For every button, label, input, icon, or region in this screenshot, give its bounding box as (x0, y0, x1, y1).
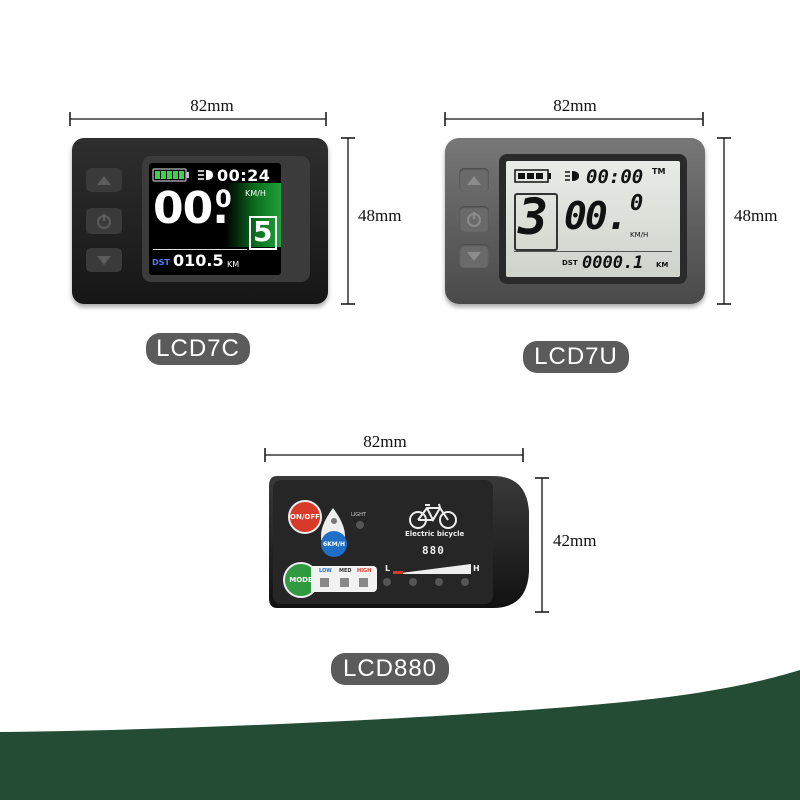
mode-label: MODE (289, 576, 313, 584)
lcd7c-gear-box (249, 216, 277, 250)
lcd7u-height-dimension (717, 137, 731, 305)
lcd7c-gear: 5 (253, 215, 273, 248)
lcd7c-height-dimension (341, 137, 355, 305)
onoff-button[interactable]: ON/OFF (288, 500, 322, 534)
lcd880-group: 82mm 42mm ON/OFF 6KM/H LIGHT (255, 430, 615, 690)
lcd7c-dst-label: DST (152, 258, 170, 267)
lcd7c-speed-unit: KM/H (245, 189, 266, 198)
battery-icon (152, 168, 189, 182)
battery-icon (514, 169, 551, 183)
lcd7u-dst-label: DST (562, 259, 578, 267)
lcd7u-bezel: 00:00 TM 3 00. 0 KM/H DST 0000.1 KM (499, 154, 687, 284)
headlight-icon (565, 171, 579, 181)
lcd880-name-badge: LCD880 (331, 653, 449, 685)
lcd7u-group: 82mm 48mm (435, 96, 785, 380)
low-label: LOW (319, 568, 332, 574)
lcd7u-tm: TM (652, 167, 666, 176)
lcd7c-divider (153, 249, 247, 250)
bicycle-icon (409, 503, 457, 529)
lcd7u-divider (514, 251, 672, 252)
light-label: LIGHT (351, 512, 366, 518)
battery-led-1 (383, 578, 391, 586)
battery-led-2 (409, 578, 417, 586)
battery-l-label: L (385, 564, 391, 573)
lcd7c-green-panel (149, 183, 281, 247)
lcd7c-height-label: 48mm (358, 206, 402, 225)
lcd7u-width-label: 82mm (553, 96, 597, 115)
battery-level-gauge (393, 564, 471, 574)
lcd880-height-dimension (535, 477, 549, 613)
lcd7c-screen: 00:24 00. 0 KM/H 5 DST 010.5 KM (149, 163, 281, 275)
lcd7u-screen: 00:00 TM 3 00. 0 KM/H DST 0000.1 KM (506, 161, 680, 277)
power-icon (467, 212, 481, 227)
lcd7u-distance-unit: KM (656, 261, 669, 269)
high-indicator (359, 578, 368, 587)
lcd7u-gear: 3 (518, 188, 549, 246)
lcd7c-group: 82mm 48mm (60, 96, 401, 370)
lcd7c-bezel: 00:24 00. 0 KM/H 5 DST 010.5 KM (142, 156, 310, 282)
lcd7u-gear-box (514, 193, 558, 251)
battery-h-label: H (473, 564, 480, 573)
lcd7u-device: 00:00 TM 3 00. 0 KM/H DST 0000.1 KM (445, 138, 705, 304)
lcd7c-power-button[interactable] (86, 208, 122, 234)
lcd7u-width-dimension (444, 112, 704, 126)
sixkm-button[interactable]: 6KM/H (321, 531, 347, 557)
assist-level-panel: LOW MED HIGH (311, 566, 377, 592)
light-indicator (356, 521, 364, 529)
lcd7u-power-button[interactable] (459, 206, 489, 232)
lcd7u-speed: 00. (564, 194, 629, 238)
up-arrow-icon (97, 176, 111, 185)
med-label: MED (339, 568, 352, 574)
footer-wave (0, 670, 800, 800)
lcd7c-speed-decimal: 0 (215, 185, 232, 213)
power-icon (97, 214, 111, 229)
lcd7u-time: 00:00 (586, 166, 644, 188)
lcd7c-speed: 00. (153, 183, 229, 234)
lcd880-width-label: 82mm (363, 432, 407, 451)
lcd7u-speed-decimal: 0 (630, 191, 644, 216)
lcd7c-distance: 010.5 (173, 251, 224, 270)
lcd7c-width-dimension (69, 112, 327, 126)
lcd7u-distance: 0000.1 (582, 253, 644, 273)
lcd7c-down-button[interactable] (86, 248, 122, 272)
lcd7c-distance-unit: KM (227, 260, 240, 269)
med-indicator (340, 578, 349, 587)
up-arrow-icon (467, 176, 481, 185)
lcd7u-up-button[interactable] (459, 168, 489, 192)
lcd7c-up-button[interactable] (86, 168, 122, 192)
lcd880-title: Electric bicycle (405, 530, 465, 538)
lcd7u-height-label: 48mm (734, 206, 778, 225)
low-indicator (320, 578, 329, 587)
sixkm-label: 6KM/H (322, 540, 345, 548)
lcd880-width-dimension (264, 448, 524, 462)
onoff-label: ON/OFF (290, 513, 320, 521)
lcd7u-name-badge: LCD7U (523, 341, 629, 373)
lcd7c-name-badge: LCD7C (146, 333, 250, 365)
down-arrow-icon (97, 256, 111, 265)
lcd7c-device: 00:24 00. 0 KM/H 5 DST 010.5 KM (72, 138, 328, 304)
lcd7c-time: 00:24 (217, 166, 271, 185)
lcd7c-width-label: 82mm (190, 96, 234, 115)
high-label: HIGH (357, 568, 372, 574)
lcd7u-speed-unit: KM/H (630, 231, 649, 239)
lcd880-model: 880 (422, 544, 445, 557)
lcd880-height-label: 42mm (553, 531, 597, 550)
battery-led-3 (435, 578, 443, 586)
battery-led-4 (461, 578, 469, 586)
headlight-icon (198, 170, 213, 180)
lcd7u-down-button[interactable] (459, 244, 489, 268)
down-arrow-icon (467, 252, 481, 261)
